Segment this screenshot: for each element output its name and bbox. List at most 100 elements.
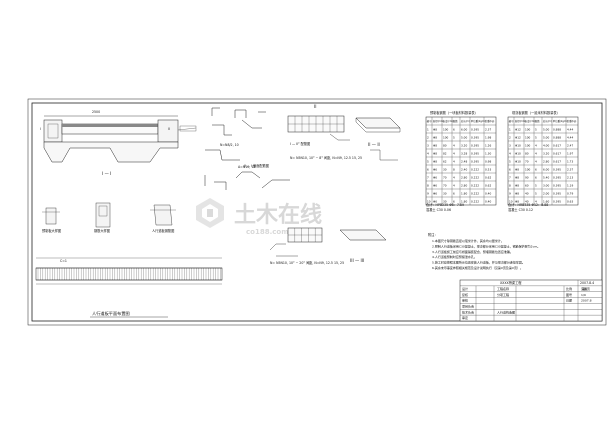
table-left-cell: Φ6 (433, 175, 437, 179)
table-left-header-cell: 总长(m) (461, 119, 470, 123)
table-left-cell: 9 (427, 191, 429, 195)
tb-project: XXXX桥梁工程 (500, 280, 522, 285)
table-left-cell: 4 (453, 151, 455, 155)
table-left-cell: 4 (453, 175, 455, 179)
tb-field: 人行道构造图 (497, 309, 515, 314)
table-left-header-cell: 共重(kg) (485, 119, 495, 123)
table-left-cell: 0.53 (485, 167, 491, 171)
table-left-header-cell: 根数 (453, 119, 458, 123)
table-left-cell: 0.62 (485, 183, 491, 187)
table-left-cell: 6 (453, 199, 455, 203)
table-right-cell: 0.63 (567, 199, 573, 203)
table-right-cell: 2.13 (567, 175, 573, 179)
table-right-cell: 1.60 (543, 199, 549, 203)
table-right-header-cell: 编号 (509, 119, 514, 123)
table-right-cell: 40 (525, 191, 529, 195)
formula-1: N= N5N10, 10° ~ 8° 间距, N=N9, 12.5 15, 25 (290, 155, 362, 160)
table-right-cell: Φ10 (515, 143, 521, 147)
tb-field: 分项工程 (497, 292, 509, 297)
table-right-header-cell: 共重(kg) (567, 119, 577, 123)
table-left-title: 预制板钢筋（一块板材料数量表） (430, 110, 478, 115)
table-right-cell: 2.80 (543, 159, 549, 163)
table-right-cell: 60 (525, 183, 529, 187)
tb-role: 项目负责 (462, 303, 474, 308)
table-right-cell: 3.00 (543, 183, 549, 187)
table-right-cell: 1 (509, 127, 511, 131)
table-right-cell: Φ8 (515, 199, 519, 203)
table-right-header-cell: 长度(cm) (525, 119, 535, 123)
table-right-cell: 2.47 (567, 143, 573, 147)
tb-role: 技术负责 (462, 309, 474, 314)
table-left-cell: 3 (427, 143, 429, 147)
table-left-cell: 0.222 (471, 167, 479, 171)
table-right-header-cell: 直径(mm) (515, 119, 526, 123)
tb-role: 审核 (462, 298, 468, 303)
curb-block (43, 119, 63, 143)
table-right-sum-2: 混凝土 C30 0.12 (508, 207, 533, 212)
table-left-cell: 10 (427, 199, 431, 203)
table-right-cell: 0.395 (553, 191, 561, 195)
table-left-cell: 6 (453, 191, 455, 195)
table-left-cell: Φ6 (433, 191, 437, 195)
table-left-header-cell: 单位重(kg/m) (471, 119, 486, 123)
table-left-cell: 7 (427, 175, 429, 179)
watermark-logo-icon (196, 198, 224, 228)
section-III: N= N5N10, 10° ~ 20° 间距, N=N9, 12.5 15, 2… (269, 227, 344, 265)
table-left-cell: 1.30 (485, 151, 491, 155)
table-right-cell: 6.00 (543, 167, 549, 171)
table-right-cell: 6 (535, 175, 537, 179)
table-right-cell: 5.40 (543, 175, 549, 179)
table-left-cell: 3.20 (461, 143, 467, 147)
table-left-cell: 0.395 (471, 151, 479, 155)
table-left-cell: 100 (443, 135, 449, 139)
table-right-cell: 5 (535, 135, 537, 139)
table-right-cell: 5 (535, 191, 537, 195)
sheet-border (31, 102, 603, 322)
notes: 附注： 1.本图尺寸除钢筋直径以毫米计外，其余均以厘米计。2.预制人行道板采用C… (428, 232, 540, 270)
note-line: 2.预制人行道板采用C30混凝土，现浇部分采用C30混凝土，钢筋保护层为2cm。 (432, 243, 540, 248)
table-left-cell: 2.40 (461, 167, 467, 171)
table-left-cell: 0.222 (471, 191, 479, 195)
table-left-cell: 1.80 (461, 191, 467, 195)
table-right-cell: 8 (509, 183, 511, 187)
table-right-cell: 0.395 (553, 183, 561, 187)
dim-top: 2500 (92, 110, 100, 114)
detail-precast-slab: 预制板大样图 (42, 207, 61, 233)
table-right-cell: 3.20 (543, 151, 549, 155)
table-left-cell: 0.40 (485, 199, 491, 203)
table-right-cell: 2.00 (543, 191, 549, 195)
table-right-sum-1: 合计：HRB335 Φ12：8.88 (508, 202, 548, 207)
table-right-cell: 1.97 (567, 151, 573, 155)
table-left-cell: 30 (443, 167, 447, 171)
table-right-title: 现浇板钢筋（一延米材料数量表） (512, 110, 560, 115)
table-left-cell: Φ8 (433, 151, 437, 155)
table-right-cell: 0.395 (553, 167, 561, 171)
table-right-cell: 6 (509, 167, 511, 171)
table-left-cell: 4 (453, 159, 455, 163)
table-right-cell: 100 (525, 127, 531, 131)
table-left-cell: 6 (427, 167, 429, 171)
table-left-cell: 0.395 (471, 143, 479, 147)
table-right-cell: 4.44 (567, 135, 573, 139)
edge-block (157, 119, 179, 143)
section-III-III: III — III (339, 229, 387, 263)
tb-side-value: 1/9 (581, 293, 586, 297)
table-left: 预制板钢筋（一块板材料数量表） 编号直径(mm)长度(cm)根数总长(m)单位重… (425, 110, 497, 212)
table-right-cell: 0.888 (553, 127, 561, 131)
table-left-cell: Φ8 (433, 135, 437, 139)
table-right-cell: 10 (509, 199, 513, 203)
sub-label-1: II — I 截面配筋图 (244, 163, 269, 168)
table-left-cell: 30 (443, 199, 447, 203)
table-right-cell: Φ8 (515, 167, 519, 171)
table-right-cell: 4 (535, 159, 537, 163)
section-II-II: II — II (355, 117, 401, 161)
table-right-cell: 100 (525, 143, 531, 147)
table-left-cell: 4 (427, 151, 429, 155)
table-right-cell: 4 (535, 199, 537, 203)
table-left-cell: Φ8 (433, 127, 437, 131)
table-right-cell: 5.00 (543, 127, 549, 131)
girder-section (43, 141, 179, 163)
table-left-cell: 6.00 (461, 127, 467, 131)
watermark: 土木在线 co188.com (196, 198, 322, 236)
table-right-header-cell: 根数 (535, 119, 540, 123)
